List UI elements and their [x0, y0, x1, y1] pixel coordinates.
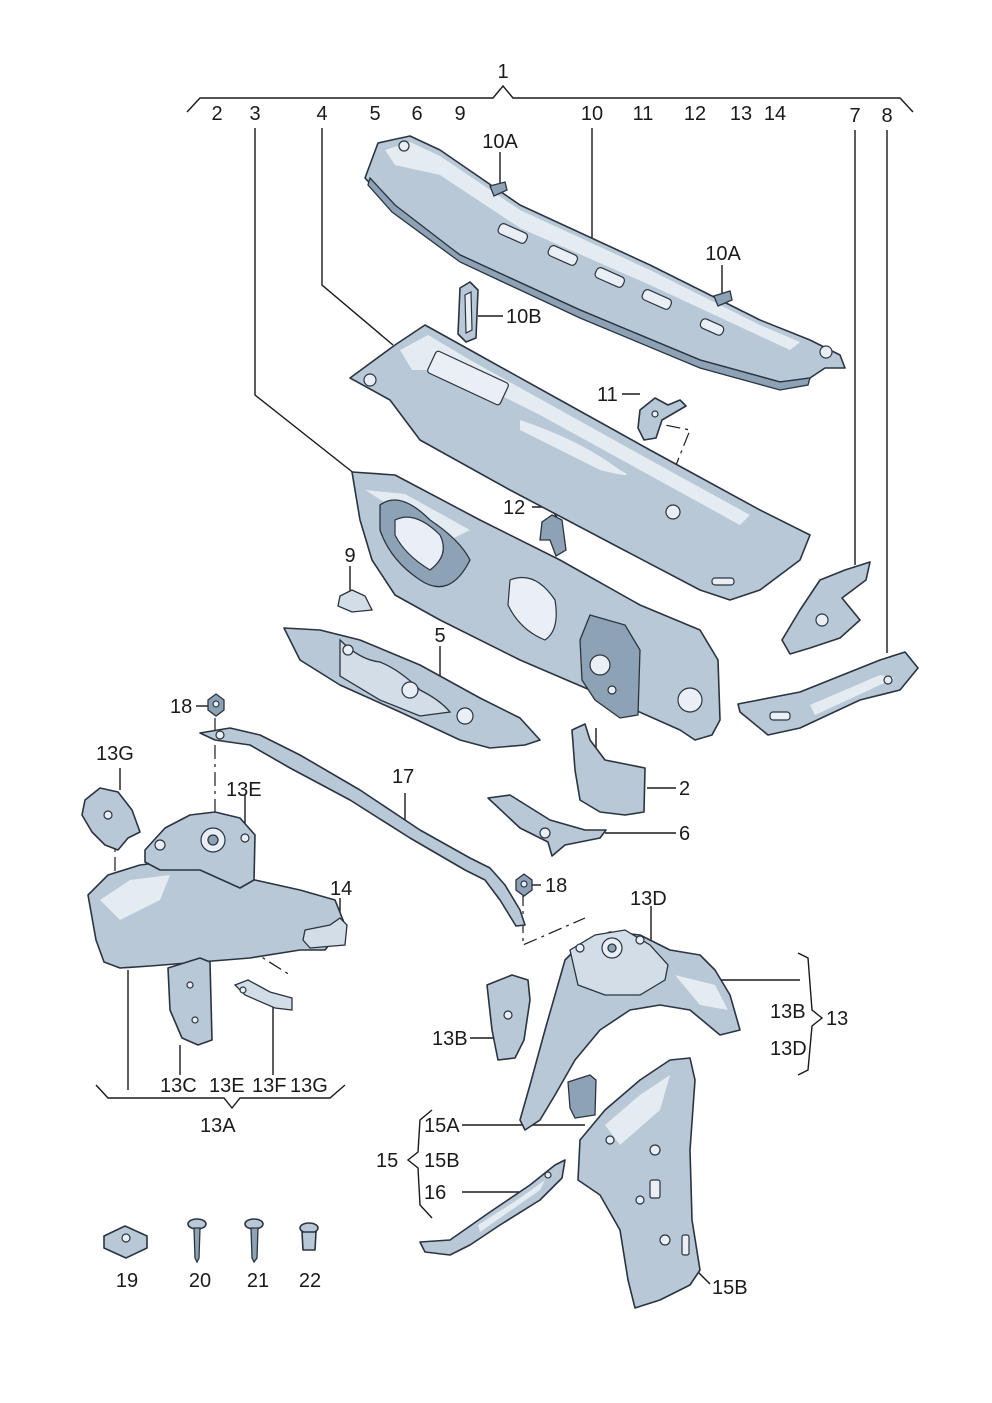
part-10-plenum-panel: [364, 135, 846, 391]
part-20-screw: [187, 1218, 207, 1264]
part-12-bracket: [539, 514, 567, 557]
part-13b-reinforcement: [486, 974, 531, 1061]
part-13f-bracket: [233, 979, 293, 1011]
callout-16: 16: [424, 1182, 446, 1204]
callout-18-2: 18: [545, 875, 567, 897]
part-19-clip-nut: [103, 1225, 148, 1259]
part-13d-strut-tower-right: [519, 929, 741, 1131]
part-5-cross-panel: [283, 627, 541, 749]
callout-13d-group: 13D: [770, 1038, 807, 1060]
part-13c-reinforcement: [167, 957, 213, 1046]
callout-13b-part: 13B: [432, 1028, 468, 1050]
callout-15: 15: [376, 1150, 398, 1172]
callout-15b-2: 15B: [712, 1277, 748, 1299]
callout-8: 8: [881, 105, 892, 127]
callout-18-1: 18: [170, 696, 192, 718]
part-4-cowl-panel: [349, 324, 811, 601]
part-9-bracket: [337, 589, 374, 613]
callout-5-top: 5: [369, 103, 380, 125]
callout-10a-2: 10A: [705, 243, 741, 265]
callout-12: 12: [503, 497, 525, 519]
callout-13f: 13F: [252, 1075, 286, 1097]
callout-13c: 13C: [160, 1075, 197, 1097]
part-2-closing-piece: [571, 723, 646, 816]
part-8-crossmember: [737, 651, 919, 736]
part-6-bracket: [487, 794, 607, 857]
callout-4: 4: [316, 103, 327, 125]
part-15a-bracket: [567, 1074, 597, 1119]
callout-6-top: 6: [411, 103, 422, 125]
callout-10: 10: [581, 103, 603, 125]
part-10b-bracket: [457, 281, 479, 343]
callout-13b-group: 13B: [770, 1001, 806, 1023]
part-10a-clip-1: [489, 181, 508, 197]
callout-9: 9: [344, 545, 355, 567]
callout-13: 13: [826, 1008, 848, 1030]
part-21-screw: [244, 1218, 264, 1264]
callout-21: 21: [247, 1270, 269, 1292]
part-11-bracket: [637, 397, 687, 441]
callout-2: 2: [679, 778, 690, 800]
callout-14: 14: [330, 878, 352, 900]
part-17-strut-brace: [199, 727, 526, 927]
callout-13g-1: 13G: [96, 743, 134, 765]
callout-3: 3: [249, 103, 260, 125]
callout-10a-1: 10A: [482, 131, 518, 153]
callout-5: 5: [434, 625, 445, 647]
callout-10b: 10B: [506, 306, 542, 328]
callout-13a: 13A: [200, 1115, 236, 1137]
callout-15a: 15A: [424, 1115, 460, 1137]
part-18-nut-2: [515, 873, 533, 897]
callout-9-top: 9: [454, 103, 465, 125]
callout-13e-2: 13E: [209, 1075, 245, 1097]
callout-11-top: 11: [633, 103, 654, 125]
callout-20: 20: [189, 1270, 211, 1292]
callout-12-top: 12: [684, 103, 706, 125]
callout-13g-2: 13G: [290, 1075, 328, 1097]
callout-13d-1: 13D: [630, 888, 667, 910]
callout-13e-1: 13E: [226, 779, 262, 801]
callout-13-top: 13: [730, 103, 752, 125]
callout-11: 11: [597, 384, 618, 406]
part-13g-bracket-left: [81, 787, 141, 851]
callout-6: 6: [679, 823, 690, 845]
callout-2-top: 2: [211, 103, 222, 125]
callout-7: 7: [849, 105, 860, 127]
part-3-bulkhead: [351, 471, 721, 741]
callout-1: 1: [497, 61, 508, 83]
part-16-gusset: [419, 1159, 566, 1256]
part-18-nut-1: [207, 693, 225, 717]
callout-17: 17: [392, 766, 414, 788]
callout-14-top: 14: [764, 103, 786, 125]
callout-19: 19: [116, 1270, 138, 1292]
top-group-bracket: [186, 84, 914, 113]
part-7-bracket: [781, 561, 871, 655]
callout-22: 22: [299, 1270, 321, 1292]
part-15b-pillar: [577, 1057, 701, 1309]
part-10a-clip-2: [713, 290, 733, 307]
part-13a-strut-tower-left: [87, 811, 346, 969]
part-22-rivet: [299, 1222, 319, 1251]
callout-15b-1: 15B: [424, 1150, 460, 1172]
part-14-bracket: [302, 917, 348, 949]
